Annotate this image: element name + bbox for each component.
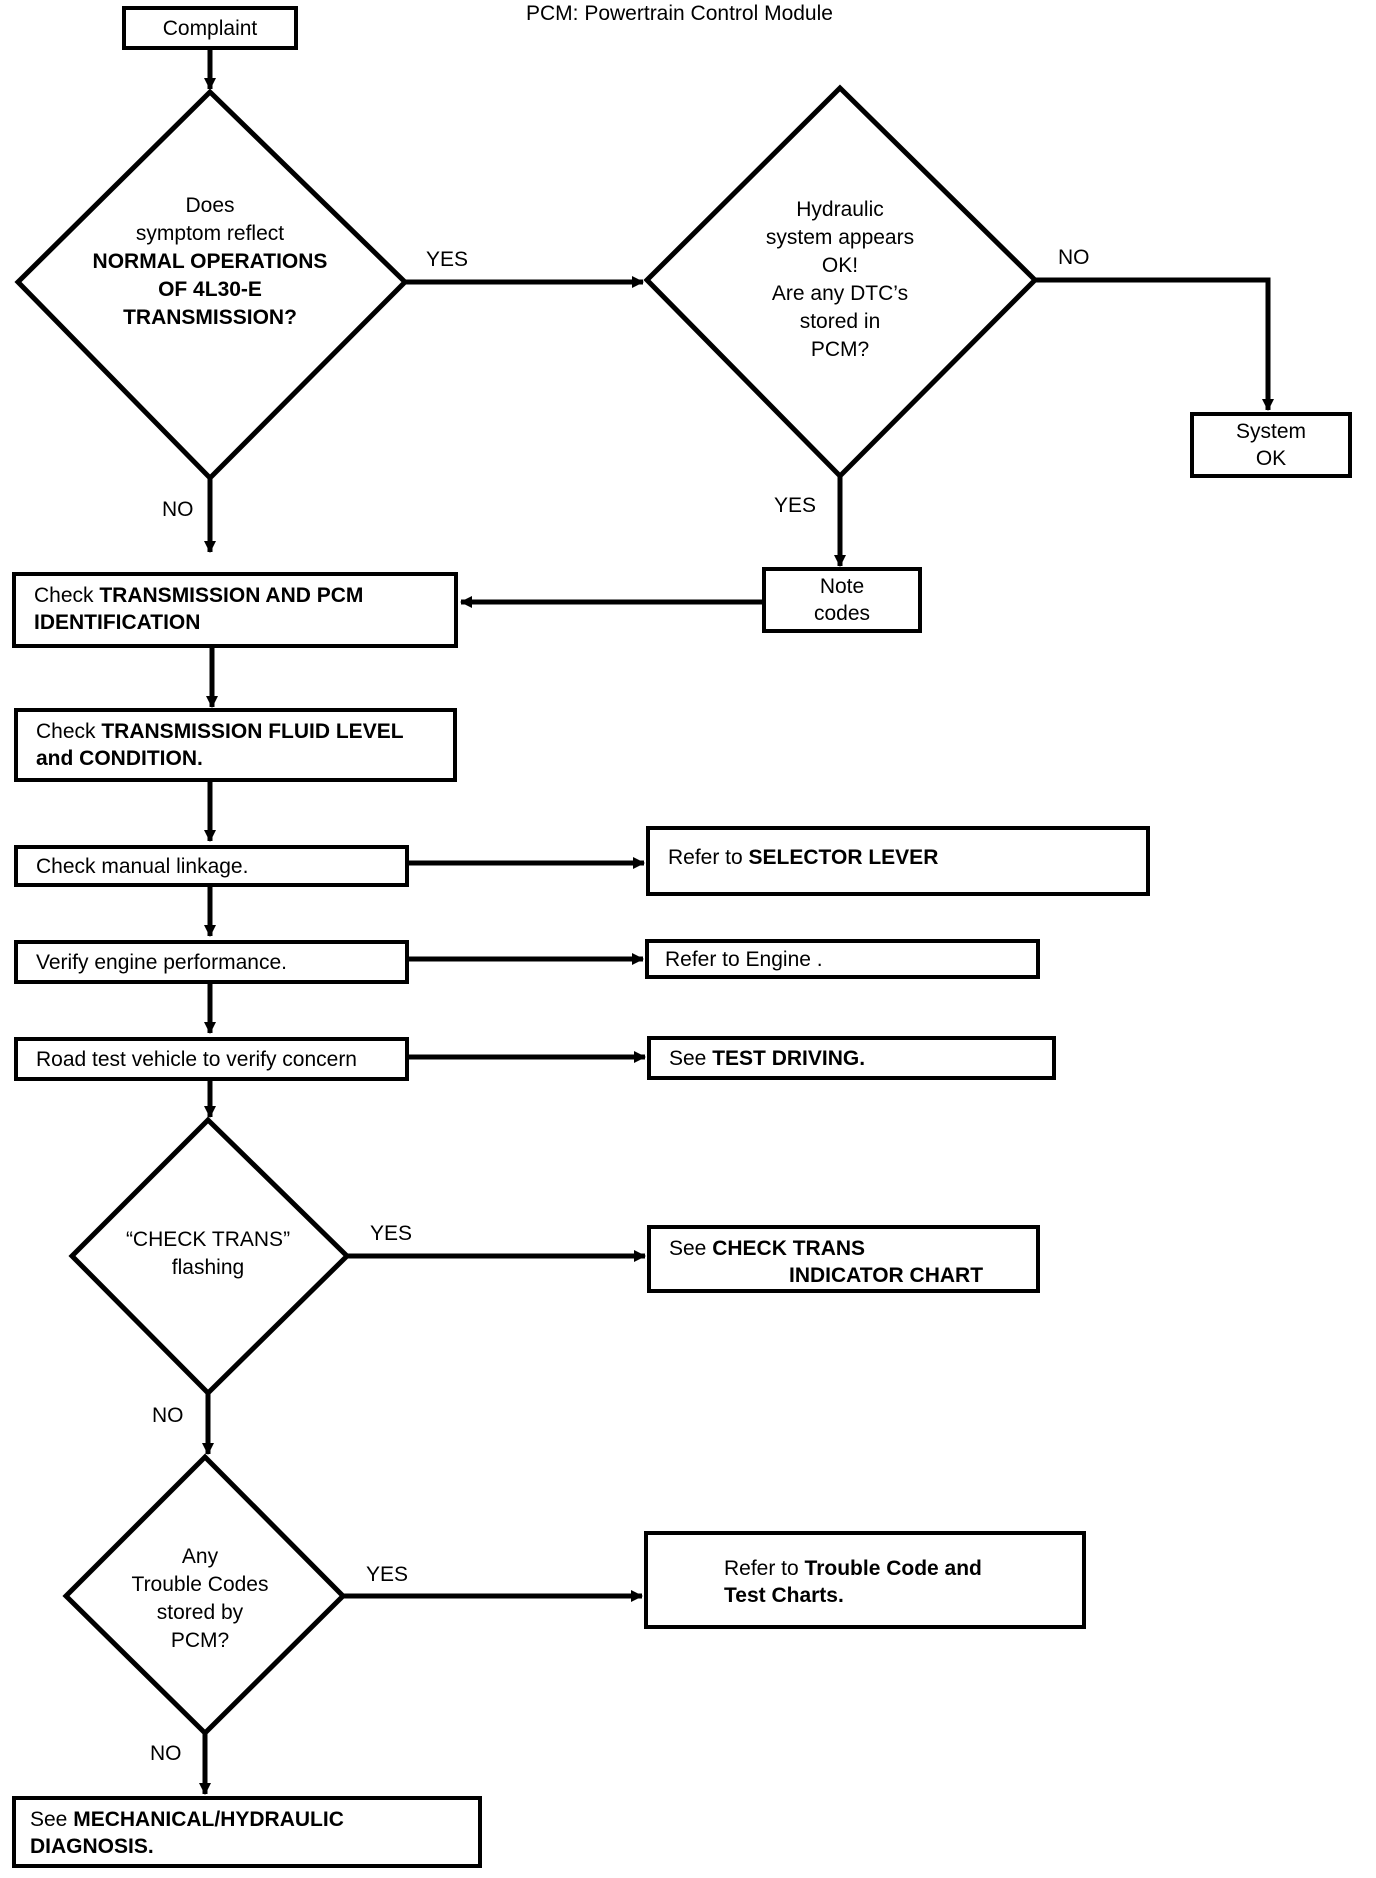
complaint-box: Complaint (122, 6, 298, 50)
check-identification-bold2: IDENTIFICATION (34, 611, 201, 634)
arrow-hyd-no (1035, 277, 1274, 411)
test-driving-box: See TEST DRIVING. (647, 1036, 1056, 1080)
complaint-label: Complaint (162, 16, 258, 40)
check-fluid-prefix: Check (36, 720, 102, 743)
normal-operations-line1: Does (185, 194, 235, 217)
label-normal-no: NO (162, 498, 194, 521)
check-trans-line1: “CHECK TRANS” (125, 1228, 291, 1251)
check-fluid-bold1: TRANSMISSION FLUID LEVEL (101, 720, 404, 743)
system-ok-line2: OK (1255, 447, 1287, 470)
mechanical-hydraulic-box: See MECHANICAL/HYDRAULIC DIAGNOSIS. (12, 1796, 482, 1868)
normal-operations-line2: symptom reflect (135, 222, 285, 245)
trouble-code-charts-box: Refer to Trouble Code and Test Charts. (644, 1531, 1086, 1629)
selector-lever-prefix: Refer to (668, 846, 749, 869)
note-codes-box: Note codes (762, 567, 922, 633)
hydraulic-line3: OK! (821, 254, 859, 277)
check-trans-chart-bold2: INDICATOR CHART (789, 1264, 984, 1287)
normal-operations-line3: NORMAL OPERATIONS (92, 250, 328, 273)
trouble-code-charts-bold1: Trouble Code and (804, 1557, 982, 1580)
normal-operations-line4: OF 4L30-E (158, 278, 262, 301)
engine-performance-box: Verify engine performance. (14, 940, 409, 984)
test-driving-bold: TEST DRIVING. (712, 1047, 866, 1070)
pcm-legend: PCM: Powertrain Control Module (526, 2, 833, 25)
mechanical-hydraulic-bold2: DIAGNOSIS. (30, 1835, 154, 1858)
selector-lever-bold: SELECTOR LEVER (748, 846, 939, 869)
trouble-code-charts-prefix: Refer to (724, 1557, 805, 1580)
system-ok-box: System OK (1190, 412, 1352, 478)
refer-engine-box: Refer to Engine . (645, 939, 1040, 979)
road-test-label: Road test vehicle to verify concern (36, 1048, 357, 1071)
trouble-codes-line3: stored by (156, 1601, 244, 1624)
normal-operations-text: Does symptom reflect NORMAL OPERATIONS O… (60, 192, 360, 332)
manual-linkage-box: Check manual linkage. (14, 845, 409, 887)
check-trans-line2: flashing (171, 1256, 245, 1279)
label-check-trans-no: NO (152, 1404, 184, 1427)
road-test-box: Road test vehicle to verify concern (14, 1037, 409, 1081)
selector-lever-box: Refer to SELECTOR LEVER (646, 826, 1150, 896)
check-trans-chart-bold1: CHECK TRANS (712, 1237, 866, 1260)
check-identification-bold1: TRANSMISSION AND PCM (99, 584, 364, 607)
mechanical-hydraulic-prefix: See (30, 1808, 74, 1831)
mechanical-hydraulic-bold1: MECHANICAL/HYDRAULIC (73, 1808, 344, 1831)
label-trouble-codes-yes: YES (366, 1563, 409, 1586)
hydraulic-ok-text: Hydraulic system appears OK! Are any DTC… (720, 196, 960, 364)
hydraulic-line4: Are any DTC’s (771, 282, 909, 305)
check-trans-chart-prefix: See (669, 1237, 713, 1260)
label-hydraulic-no: NO (1058, 246, 1090, 269)
label-trouble-codes-no: NO (150, 1742, 182, 1765)
note-codes-line1: Note (819, 575, 865, 598)
hydraulic-line5: stored in (799, 310, 881, 333)
check-fluid-bold2-pre: and (36, 747, 80, 770)
manual-linkage-label: Check manual linkage. (36, 855, 249, 878)
trouble-codes-line4: PCM? (170, 1629, 230, 1652)
trouble-codes-line1: Any (181, 1545, 219, 1568)
check-fluid-bold2: CONDITION. (79, 747, 203, 770)
label-normal-yes: YES (426, 248, 469, 271)
hydraulic-line2: system appears (765, 226, 915, 249)
label-check-trans-yes: YES (370, 1222, 413, 1245)
hydraulic-line6: PCM? (810, 338, 870, 361)
note-codes-line2: codes (813, 602, 871, 625)
label-hydraulic-yes: YES (774, 494, 817, 517)
check-fluid-box: Check TRANSMISSION FLUID LEVEL and CONDI… (14, 708, 457, 782)
refer-engine-label: Refer to Engine . (665, 948, 823, 971)
engine-performance-label: Verify engine performance. (36, 951, 287, 974)
check-trans-text: “CHECK TRANS” flashing (98, 1226, 318, 1282)
check-identification-box: Check TRANSMISSION AND PCM IDENTIFICATIO… (12, 572, 458, 648)
check-trans-chart-box: See CHECK TRANS INDICATOR CHART (647, 1225, 1040, 1293)
system-ok-line1: System (1235, 420, 1306, 443)
trouble-codes-line2: Trouble Codes (131, 1573, 269, 1596)
trouble-codes-text: Any Trouble Codes stored by PCM? (90, 1543, 310, 1655)
hydraulic-line1: Hydraulic (796, 198, 884, 221)
check-identification-prefix: Check (34, 584, 100, 607)
trouble-code-charts-bold2: Test Charts. (724, 1584, 844, 1607)
test-driving-prefix: See (669, 1047, 713, 1070)
normal-operations-line5: TRANSMISSION? (123, 306, 297, 329)
